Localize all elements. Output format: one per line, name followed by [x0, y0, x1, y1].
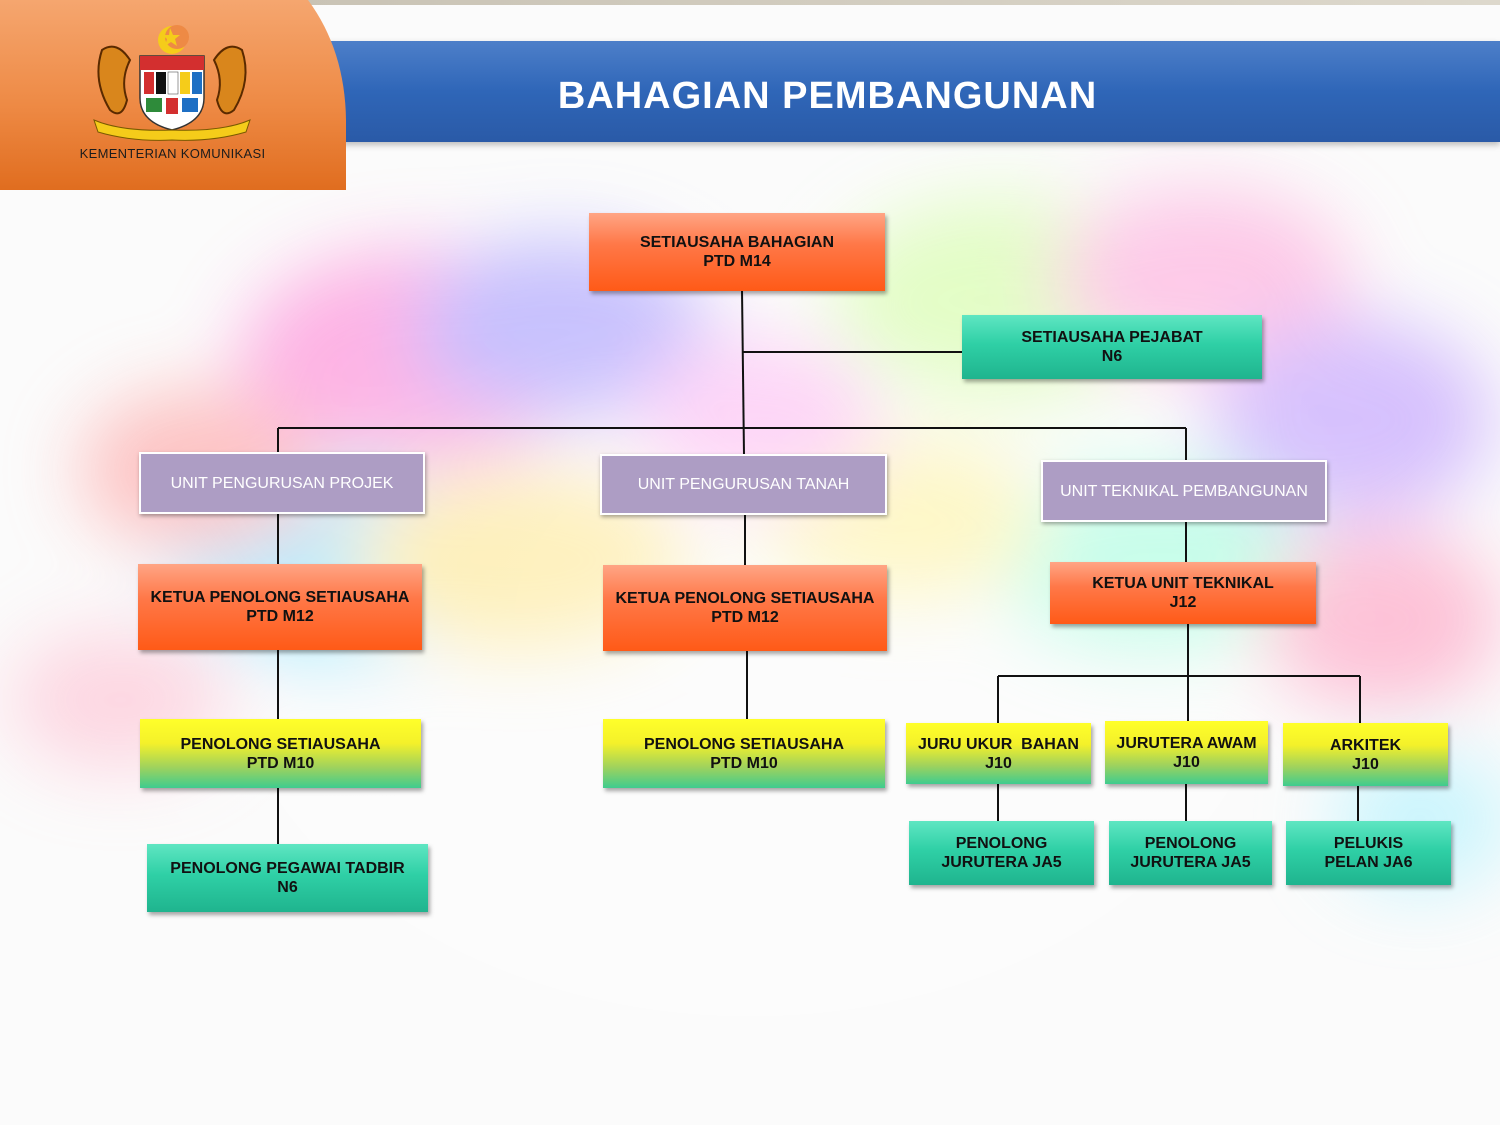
node-title: SETIAUSAHA PEJABAT [1021, 329, 1203, 346]
node-title: JURU UKUR BAHAN [918, 735, 1079, 753]
page-title: BAHAGIAN PEMBANGUNAN [557, 75, 1098, 117]
node-jurutera-awam: JURUTERA AWAM J10 [1105, 721, 1268, 784]
node-title: PELUKIS [1333, 835, 1404, 852]
node-title: PENOLONG SETIAUSAHA [643, 735, 844, 753]
unit-label: UNIT TEKNIKAL PEMBANGUNAN [1060, 482, 1308, 500]
node-ketua-penolong-setiausaha-projek: KETUA PENOLONG SETIAUSAHA PTD M12 [138, 564, 422, 650]
node-juru-ukur-bahan: JURU UKUR BAHAN J10 [906, 723, 1091, 784]
node-arkitek: ARKITEK J10 [1283, 723, 1448, 786]
node-ketua-penolong-setiausaha-tanah: KETUA PENOLONG SETIAUSAHA PTD M12 [603, 565, 887, 651]
ministry-name: KEMENTERIAN KOMUNIKASI [79, 146, 266, 161]
node-grade: JURUTERA JA5 [941, 854, 1062, 871]
node-grade: J12 [1169, 594, 1197, 611]
node-grade: PTD M10 [246, 754, 315, 772]
node-penolong-setiausaha-tanah: PENOLONG SETIAUSAHA PTD M10 [603, 719, 885, 788]
coat-of-arms-icon [93, 25, 251, 141]
node-title: KETUA UNIT TEKNIKAL [1092, 575, 1274, 592]
node-grade: PTD M12 [246, 608, 314, 625]
node-grade: J10 [985, 754, 1012, 772]
node-title: PENOLONG SETIAUSAHA [180, 735, 381, 753]
node-grade: PTD M10 [710, 754, 778, 772]
unit-pengurusan-projek: UNIT PENGURUSAN PROJEK [139, 452, 425, 514]
unit-label: UNIT PENGURUSAN PROJEK [170, 474, 394, 492]
node-setiausaha-pejabat: SETIAUSAHA PEJABAT N6 [962, 315, 1262, 379]
node-title: KETUA PENOLONG SETIAUSAHA [150, 589, 410, 606]
unit-teknikal-pembangunan: UNIT TEKNIKAL PEMBANGUNAN [1041, 460, 1327, 522]
node-title: SETIAUSAHA BAHAGIAN [639, 234, 835, 251]
node-grade: N6 [1101, 348, 1123, 365]
node-title: JURUTERA AWAM [1116, 734, 1257, 752]
node-penolong-setiausaha-projek: PENOLONG SETIAUSAHA PTD M10 [140, 719, 421, 788]
top-accent-line [300, 0, 1500, 5]
node-penolong-jurutera-2: PENOLONG JURUTERA JA5 [1109, 821, 1272, 885]
node-title: PENOLONG [955, 835, 1048, 852]
node-penolong-pegawai-tadbir: PENOLONG PEGAWAI TADBIR N6 [147, 844, 428, 912]
node-penolong-jurutera-1: PENOLONG JURUTERA JA5 [909, 821, 1094, 885]
node-ketua-unit-teknikal: KETUA UNIT TEKNIKAL J12 [1050, 562, 1316, 624]
title-banner [318, 41, 1500, 142]
node-title: PENOLONG PEGAWAI TADBIR [170, 860, 405, 877]
node-title: ARKITEK [1329, 736, 1402, 754]
node-title: PENOLONG [1144, 835, 1237, 852]
node-grade: N6 [277, 879, 298, 896]
node-grade: JURUTERA JA5 [1130, 854, 1251, 871]
node-grade: PTD M12 [711, 609, 779, 626]
logo-panel [0, 0, 346, 190]
node-grade: J10 [1173, 753, 1200, 771]
node-title: KETUA PENOLONG SETIAUSAHA [615, 590, 875, 607]
node-pelukis-pelan: PELUKIS PELAN JA6 [1286, 821, 1451, 885]
node-grade: J10 [1352, 755, 1379, 773]
node-setiausaha-bahagian: SETIAUSAHA BAHAGIAN PTD M14 [589, 213, 885, 291]
node-grade: PTD M14 [703, 253, 771, 270]
node-grade: PELAN JA6 [1324, 854, 1413, 871]
unit-pengurusan-tanah: UNIT PENGURUSAN TANAH [600, 454, 887, 515]
unit-label: UNIT PENGURUSAN TANAH [637, 476, 850, 493]
